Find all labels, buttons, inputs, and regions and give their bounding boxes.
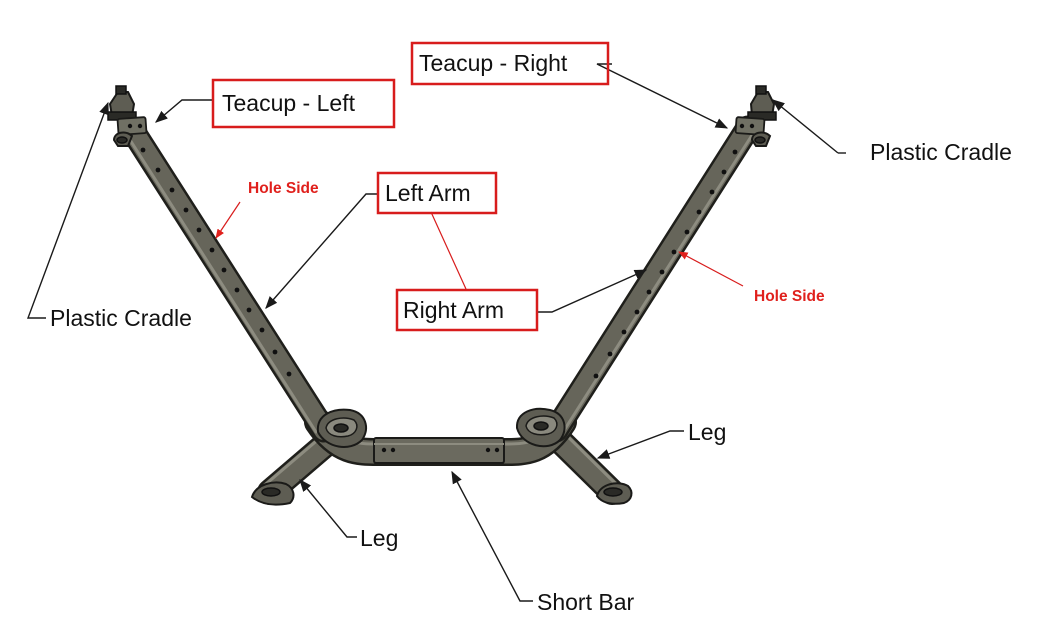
label-leg-left: Leg [360,525,398,551]
leader-plastic-cradle-left [26,101,109,319]
callout-box-left-arm [376,171,498,215]
right-teacup [747,85,777,121]
leader-leg-left [299,479,357,538]
callout-left-arm: Left Arm [376,171,498,215]
leader-left-arm [265,193,377,309]
left-arm-tube [118,115,337,443]
callout-right-arm: Right Arm [395,288,539,332]
right-plastic-cradle [734,116,772,147]
label-left-arm: Left Arm [385,180,471,206]
left-right-arm-connector-line [430,211,467,290]
label-leg-right: Leg [688,419,726,445]
leader-teacup-left [155,99,212,123]
label-hole-side-right: Hole Side [754,288,825,305]
callout-teacup-right: Teacup - Right [410,41,610,86]
leader-plastic-cradle-right [772,99,839,154]
label-right-arm: Right Arm [403,297,504,323]
label-teacup-right: Teacup - Right [419,50,568,76]
callout-box-teacup-left [211,78,396,129]
callout-teacup-left: Teacup - Left [211,78,396,129]
left-teacup [107,85,137,121]
label-teacup-left: Teacup - Left [222,90,356,116]
label-short-bar: Short Bar [537,589,634,615]
right-elbow-joint [515,407,566,448]
leader-short-bar [451,470,533,602]
label-plastic-cradle-right: Plastic Cradle [870,139,1012,165]
right-arm-tube [543,115,761,443]
short-bar-sleeve [373,437,505,464]
hole-side-left-arrow [215,201,241,239]
label-hole-side-left: Hole Side [248,180,319,197]
hole-side-right-arrow [678,251,744,287]
leader-right-arm [538,269,648,313]
left-elbow-joint [316,408,367,448]
left-plastic-cradle [112,116,148,147]
callout-box-right-arm [395,288,539,332]
leader-leg-right [596,430,684,459]
callout-box-teacup-right [410,41,610,86]
label-plastic-cradle-left: Plastic Cradle [50,305,192,331]
leader-teacup-right [596,63,729,129]
stand [107,85,777,506]
